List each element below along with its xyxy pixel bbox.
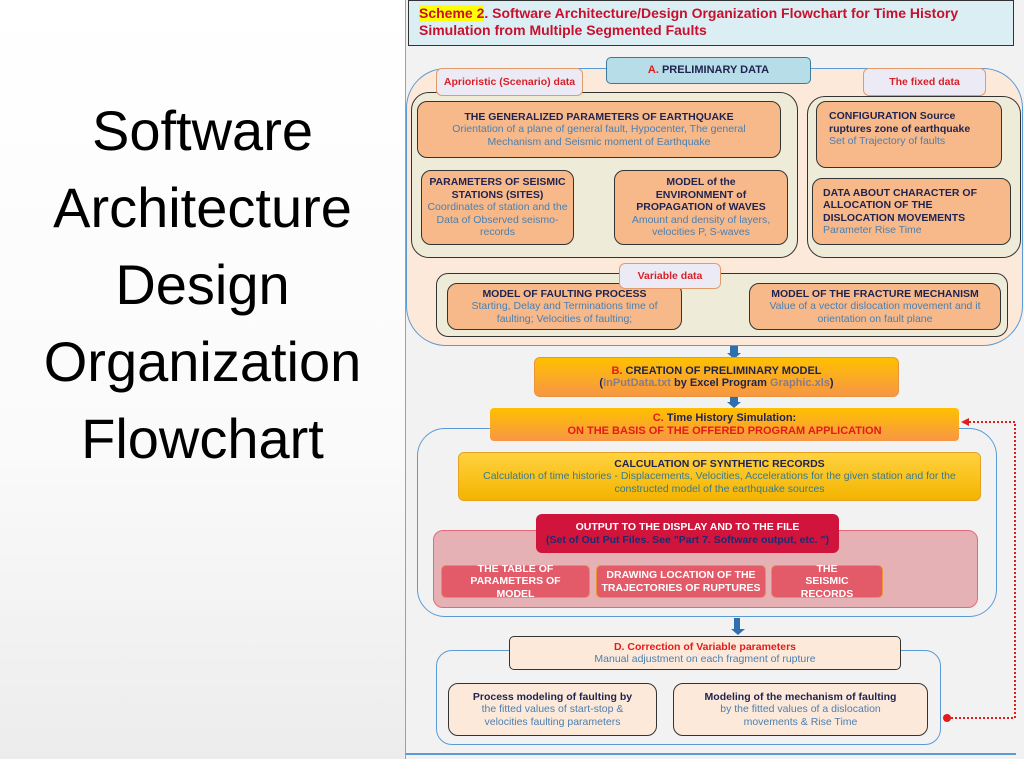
paren: ( xyxy=(599,377,604,389)
slide-left-panel: Software Architecture Design Organizatio… xyxy=(0,0,405,759)
d-title: D. Correction of Variable parameters xyxy=(613,640,797,653)
section-b-box: B. CREATION OF PRELIMINARY MODEL (InPutD… xyxy=(534,357,899,397)
title-line: Flowchart xyxy=(81,407,324,470)
synthetic-records-box: CALCULATION OF SYNTHETIC RECORDS Calcula… xyxy=(458,452,981,501)
arrow-down-icon xyxy=(731,618,745,635)
c-subtitle: ON THE BASIS OF THE OFFERED PROGRAM APPL… xyxy=(567,424,882,437)
faulting-process-box: MODEL OF FAULTING PROCESS Starting, Dela… xyxy=(447,283,682,330)
input-file-name: InPutData.txt xyxy=(603,377,671,389)
process-modeling-box: Process modeling of faulting by the fitt… xyxy=(448,683,657,736)
arrow-down-icon xyxy=(727,397,741,408)
c-title: Time History Simulation: xyxy=(666,412,797,424)
fracture-mechanism-box: MODEL OF THE FRACTURE MECHANISM Value of… xyxy=(749,283,1001,330)
arrow-down-icon xyxy=(727,346,741,359)
box-title: PARAMETERS OF SEISMIC STATIONS (SITES) xyxy=(429,176,566,201)
scheme-text: . Software Architecture/Design Organizat… xyxy=(419,5,959,38)
b-title: CREATION OF PRELIMINARY MODEL xyxy=(625,364,822,377)
b-prefix: B. xyxy=(611,364,623,377)
program-name: Graphic.xls xyxy=(769,377,830,389)
box-text: Coordinates of station and the Data of O… xyxy=(427,201,568,239)
apriori-label: Aprioristic (Scenario) data xyxy=(436,68,583,96)
output-drawing-box: DRAWING LOCATION OF THE TRAJECTORIES OF … xyxy=(596,565,766,598)
title-line: Design xyxy=(115,253,290,316)
seismic-stations-box: PARAMETERS OF SEISMIC STATIONS (SITES) C… xyxy=(421,170,574,245)
paren: ) xyxy=(829,377,834,389)
box-title: CONFIGURATION Source ruptures zone of ea… xyxy=(829,110,971,135)
feedback-loop-arrow xyxy=(943,418,1016,722)
box-title: DATA ABOUT CHARACTER OF ALLOCATION OF TH… xyxy=(823,186,977,224)
box-text: the fitted values of start-stop & veloci… xyxy=(481,703,624,728)
figure-bottom-border xyxy=(406,753,1016,755)
title-line: Architecture xyxy=(53,176,352,239)
output-records-box: THE SEISMIC RECORDS xyxy=(771,563,883,600)
title-line: Organization xyxy=(43,330,362,393)
box-text: Orientation of a plane of general fault,… xyxy=(452,123,746,148)
box-title: Process modeling of faulting by xyxy=(472,690,633,703)
box-text: (Set of Out Put Files. See "Part 7. Soft… xyxy=(546,533,829,546)
dislocation-data-box: DATA ABOUT CHARACTER OF ALLOCATION OF TH… xyxy=(812,178,1011,245)
box-title: MODEL of the ENVIRONMENT of PROPAGATION … xyxy=(636,176,766,214)
scheme-title: Scheme 2. Software Architecture/Design O… xyxy=(408,0,1014,46)
title-line: Software xyxy=(92,99,313,162)
fixed-label: The fixed data xyxy=(863,68,986,96)
box-text: Calculation of time histories - Displace… xyxy=(483,470,956,495)
box-text: Set of Trajectory of faults xyxy=(829,135,946,147)
section-d-header: D. Correction of Variable parameters Man… xyxy=(509,636,901,670)
box-title: CALCULATION OF SYNTHETIC RECORDS xyxy=(614,457,825,470)
variable-label: Variable data xyxy=(619,263,721,289)
output-header-box: OUTPUT TO THE DISPLAY AND TO THE FILE (S… xyxy=(536,514,839,553)
box-title: MODEL OF FAULTING PROCESS xyxy=(482,287,647,300)
box-title: Modeling of the mechanism of faulting xyxy=(704,690,897,703)
a-prefix: A. xyxy=(647,64,659,76)
a-title: PRELIMINARY DATA xyxy=(661,64,770,76)
flowchart-figure: Scheme 2. Software Architecture/Design O… xyxy=(405,0,1024,759)
c-prefix: C. xyxy=(652,412,664,424)
box-text: Parameter Rise Time xyxy=(823,224,922,236)
box-title: THE GENERALIZED PARAMETERS OF EARTHQUAKE xyxy=(464,110,734,123)
generalized-parameters-box: THE GENERALIZED PARAMETERS OF EARTHQUAKE… xyxy=(417,101,781,158)
box-text: Value of a vector dislocation movement a… xyxy=(769,300,981,325)
box-text: Amount and density of layers, velocities… xyxy=(631,213,771,239)
box-title: OUTPUT TO THE DISPLAY AND TO THE FILE xyxy=(575,521,800,533)
section-a-header: A. PRELIMINARY DATA xyxy=(606,57,811,84)
box-text: Starting, Delay and Terminations time of… xyxy=(471,300,658,325)
b-mid: by Excel Program xyxy=(670,377,770,389)
d-text: Manual adjustment on each fragment of ru… xyxy=(594,653,816,665)
section-c-header: C. Time History Simulation: ON THE BASIS… xyxy=(490,408,959,441)
environment-model-box: MODEL of the ENVIRONMENT of PROPAGATION … xyxy=(614,170,788,245)
configuration-box: CONFIGURATION Source ruptures zone of ea… xyxy=(816,101,1002,168)
box-title: MODEL OF THE FRACTURE MECHANISM xyxy=(771,287,979,300)
box-text: by the fitted values of a dislocation mo… xyxy=(720,703,881,728)
output-table-box: THE TABLE OF PARAMETERS OF MODEL xyxy=(441,563,590,600)
mechanism-modeling-box: Modeling of the mechanism of faulting by… xyxy=(673,683,928,736)
scheme-label: Scheme 2 xyxy=(419,5,485,21)
slide-title: Software Architecture Design Organizatio… xyxy=(0,92,405,477)
